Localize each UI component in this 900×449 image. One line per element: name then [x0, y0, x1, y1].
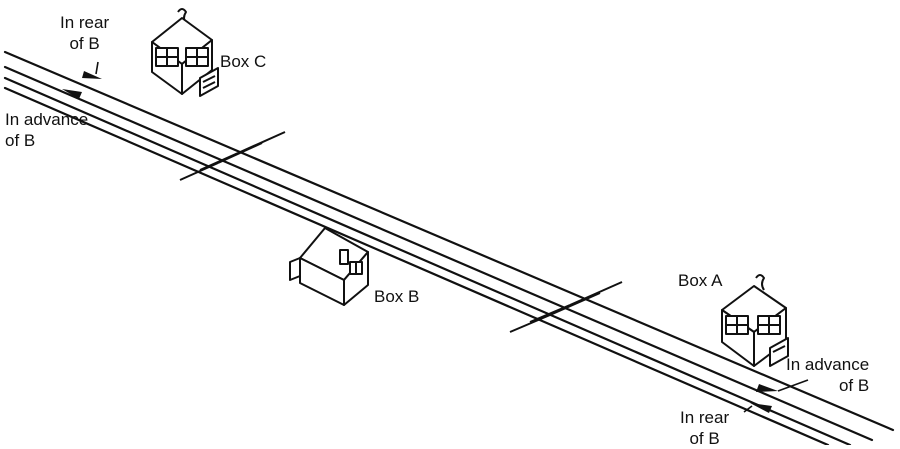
line-break-right	[509, 281, 623, 333]
arrow-top-left-advance	[62, 89, 82, 99]
arrow-bottom-right-advance	[756, 384, 778, 392]
signal-box-a-icon	[721, 274, 789, 367]
label-top-left-advance: In advance of B	[5, 110, 89, 150]
signal-box-c-icon	[151, 8, 219, 97]
direction-arrows	[62, 71, 778, 413]
line-break-left	[179, 131, 286, 181]
label-box-a: Box A	[678, 271, 723, 290]
label-bottom-right-rear: In rear of B	[680, 408, 730, 448]
label-bottom-right-advance: In advance of B	[786, 355, 870, 395]
signal-box-b-icon	[289, 227, 369, 306]
label-top-left-rear: In rear of B	[60, 13, 110, 53]
arrow-top-left-rear	[82, 71, 102, 79]
railway-tracks	[3, 50, 895, 445]
arrow-bottom-right-rear	[750, 403, 772, 413]
label-box-b: Box B	[374, 287, 420, 306]
label-leader-lines	[95, 61, 809, 413]
label-box-c: Box C	[220, 52, 267, 71]
